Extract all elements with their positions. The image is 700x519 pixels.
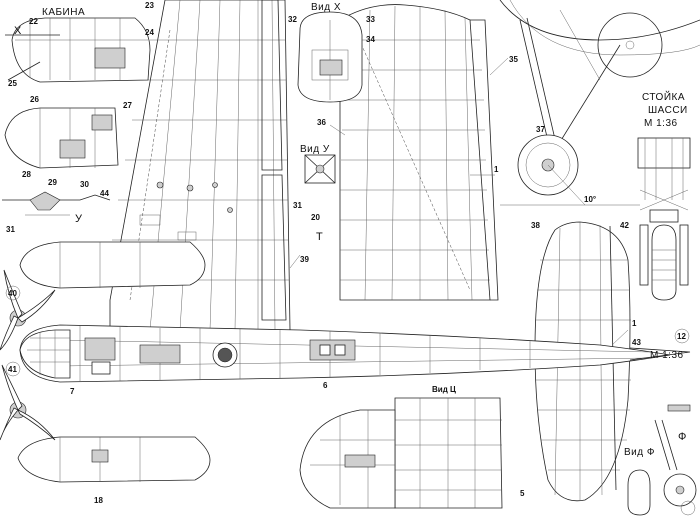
- view-x-title: Вид Х: [311, 2, 341, 13]
- u-marker: У: [75, 213, 83, 225]
- callout-5: 5: [520, 489, 525, 498]
- tail-scale: М 1:36: [650, 350, 684, 361]
- callout-28: 28: [22, 170, 31, 179]
- tail-wheel-detail: [627, 404, 697, 516]
- callout-1a: 1: [494, 165, 499, 174]
- callout-26: 26: [30, 95, 39, 104]
- callout-41: 41: [8, 365, 17, 374]
- view-u-detail: [304, 154, 336, 184]
- x-marker: Х: [14, 25, 22, 37]
- cabin-section-view: [4, 107, 119, 169]
- view-ts-title: Вид Ц: [432, 385, 456, 394]
- view-f-title: Вид Ф: [624, 447, 655, 458]
- callout-numbers: 1 1 5 6 7 12 18 20 22 23 24 25 26 27 28 …: [6, 1, 686, 505]
- callout-12: 12: [677, 332, 686, 341]
- callout-38: 38: [531, 221, 540, 230]
- angle-label: 10°: [584, 195, 596, 204]
- callout-20: 20: [311, 213, 320, 222]
- gear-title-line2: ШАССИ: [648, 105, 688, 116]
- fuselage: [19, 324, 691, 383]
- gear-title-line1: СТОЙКА: [642, 90, 685, 103]
- callout-33: 33: [366, 15, 375, 24]
- callout-40: 40: [8, 289, 17, 298]
- callout-43: 43: [632, 338, 641, 347]
- cabin-side-view: [5, 17, 151, 83]
- callout-18: 18: [94, 496, 103, 505]
- callout-37: 37: [536, 125, 545, 134]
- callout-6: 6: [323, 381, 328, 390]
- gear-scale: М 1:36: [644, 118, 678, 129]
- callout-31b: 31: [293, 201, 302, 210]
- callout-25: 25: [8, 79, 17, 88]
- callout-1b: 1: [632, 319, 637, 328]
- pedal-detail: [2, 191, 111, 216]
- view-u-title: Вид У: [300, 144, 330, 155]
- callout-24: 24: [145, 28, 154, 37]
- callout-39: 39: [300, 255, 309, 264]
- callout-23: 23: [145, 1, 154, 10]
- engine-nacelles: [17, 241, 211, 483]
- callout-7: 7: [70, 387, 75, 396]
- callout-36: 36: [317, 118, 326, 127]
- view-ts-detail: [299, 397, 503, 509]
- callout-29: 29: [48, 178, 57, 187]
- landing-gear-side-view: [499, 0, 700, 206]
- propeller-lower: [0, 364, 56, 441]
- landing-gear-front-view: [637, 137, 691, 301]
- callout-31a: 31: [6, 225, 15, 234]
- outer-wing-panel: [339, 4, 499, 301]
- t-marker: Т: [316, 231, 323, 243]
- propeller-upper: [0, 269, 56, 351]
- callout-32: 32: [288, 15, 297, 24]
- callout-42: 42: [620, 221, 629, 230]
- callout-leaders: [289, 57, 629, 346]
- callout-30: 30: [80, 180, 89, 189]
- callout-34: 34: [366, 35, 375, 44]
- view-x-detail: [297, 11, 363, 103]
- callout-44: 44: [100, 189, 109, 198]
- f-marker: Ф: [678, 431, 686, 443]
- callout-35: 35: [509, 55, 518, 64]
- cabin-title: КАБИНА: [42, 7, 85, 18]
- callout-27: 27: [123, 101, 132, 110]
- callout-22: 22: [29, 17, 38, 26]
